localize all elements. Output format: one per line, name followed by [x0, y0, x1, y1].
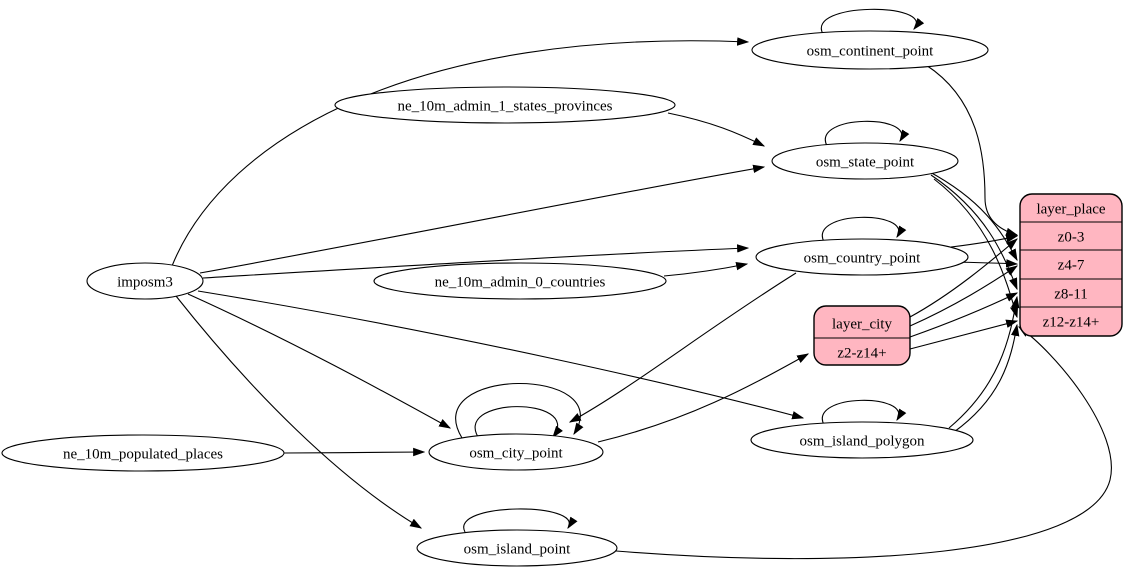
edge-imposm3-to-osm_island_point: [175, 295, 423, 529]
edge-ne_10m_admin_0_countries-to-osm_country_point: [663, 261, 749, 277]
edge-layer_city-to-layer_place-z8-11: [909, 292, 1019, 338]
node-ne_10m_admin_0_countries-shape: [373, 262, 667, 300]
node-osm_country_point-label: osm_country_point: [804, 250, 921, 266]
node-ne_10m_populated_places: ne_10m_populated_places: [1, 434, 285, 472]
node-ne_10m_admin_1_states_provinces: ne_10m_admin_1_states_provinces: [334, 86, 676, 124]
edge-osm_continent_point-to-layer_place-z0-3: [925, 64, 1019, 236]
node-osm_continent_point-shape: [751, 30, 989, 70]
selfloop-osm_city_point-2: [474, 406, 563, 441]
node-ne_10m_admin_0_countries: ne_10m_admin_0_countries: [373, 262, 667, 300]
layer_place-row-z12-z14: z12-z14+: [1043, 314, 1100, 330]
node-ne_10m_populated_places-shape: [1, 434, 285, 472]
edge-osm_state_point-to-layer_place-z4-7: [927, 170, 1018, 262]
edge-imposm3-to-osm_state_point: [199, 164, 766, 274]
node-osm_city_point: osm_city_point: [428, 433, 604, 471]
node-osm_island_point-label: osm_island_point: [464, 541, 572, 557]
node-layer_city: layer_city z2-z14+: [813, 305, 911, 366]
node-layer_place: layer_place z0-3 z4-7 z8-11 z12-z14+: [1019, 193, 1123, 337]
node-osm_island_point: osm_island_point: [416, 529, 618, 567]
node-ne_10m_populated_places-label: ne_10m_populated_places: [63, 446, 223, 462]
edge-layer_city-to-layer_place-z12-z14: [909, 319, 1019, 350]
node-osm_country_point-shape: [755, 238, 969, 276]
node-imposm3: imposm3: [86, 262, 204, 300]
edge-ne_10m_admin_1_states_provinces-to-osm_state_point: [667, 112, 766, 147]
node-osm_city_point-label: osm_city_point: [469, 445, 563, 461]
edge-imposm3-to-osm_island_polygon: [197, 290, 805, 420]
node-ne_10m_admin_0_countries-label: ne_10m_admin_0_countries: [435, 274, 606, 290]
layer_place-row-z8-11: z8-11: [1054, 286, 1088, 302]
edge-layer_city-to-layer_place-z4-7: [909, 265, 1019, 327]
edge-osm_state_point-to-layer_place-z8-11: [930, 174, 1018, 291]
node-osm_state_point-label: osm_state_point: [816, 154, 915, 170]
node-ne_10m_admin_1_states_provinces-label: ne_10m_admin_1_states_provinces: [398, 98, 613, 114]
node-osm_island_polygon: osm_island_polygon: [750, 421, 974, 459]
node-osm_country_point: osm_country_point: [755, 238, 969, 276]
node-osm_state_point-shape: [771, 142, 959, 180]
edge-imposm3-to-osm_continent_point: [171, 37, 750, 267]
layer_place-row-z0-3: z0-3: [1058, 229, 1085, 245]
selfloop-osm_city_point-1: [455, 382, 584, 439]
selfloop-osm_island_polygon: [821, 399, 907, 426]
node-osm_island_polygon-label: osm_island_polygon: [799, 433, 925, 449]
edge-layer_city-to-layer_place-z0-3: [909, 238, 1018, 318]
edge-imposm3-to-osm_country_point: [202, 244, 750, 279]
edge-ne_10m_populated_places-to-osm_city_point: [283, 447, 426, 457]
edge-imposm3-to-osm_city_point: [187, 293, 452, 429]
node-imposm3-label: imposm3: [117, 274, 173, 290]
node-layer_place-shape: [1019, 193, 1123, 337]
layer_city-row-z2-z14: z2-z14+: [837, 345, 886, 361]
selfloop-osm_continent_point: [820, 8, 925, 35]
edge-osm_island_polygon-to-layer_place-z12-z14: [953, 323, 1020, 433]
node-layer_city-shape: [813, 305, 911, 366]
selfloop-osm_state_point: [824, 120, 910, 147]
node-layer_place-title: layer_place: [1036, 201, 1105, 217]
node-osm_continent_point-label: osm_continent_point: [807, 43, 934, 59]
node-osm_island_polygon-shape: [750, 421, 974, 459]
node-imposm3-shape: [86, 262, 204, 300]
edge-osm_city_point-to-layer_city-z2-z14: [597, 353, 810, 443]
edge-osm_island_polygon-to-layer_place-z8-11: [948, 295, 1020, 429]
edge-osm_country_point-to-osm_city_point: [568, 272, 797, 423]
node-ne_10m_admin_1_states_provinces-shape: [334, 86, 676, 124]
edge-osm_island_point-to-layer_place-z12-z14: [615, 326, 1112, 560]
edges-group: [171, 8, 1112, 560]
node-osm_state_point: osm_state_point: [771, 142, 959, 180]
node-osm_continent_point: osm_continent_point: [751, 30, 989, 70]
node-layer_city-title: layer_city: [832, 316, 892, 332]
edge-osm_country_point-to-layer_place-z0-3: [950, 234, 1019, 248]
node-osm_island_point-shape: [416, 529, 618, 567]
selfloop-osm_island_point: [463, 508, 578, 533]
layer_place-row-z4-7: z4-7: [1058, 257, 1085, 273]
node-osm_city_point-shape: [428, 433, 604, 471]
selfloop-osm_country_point: [821, 216, 907, 243]
